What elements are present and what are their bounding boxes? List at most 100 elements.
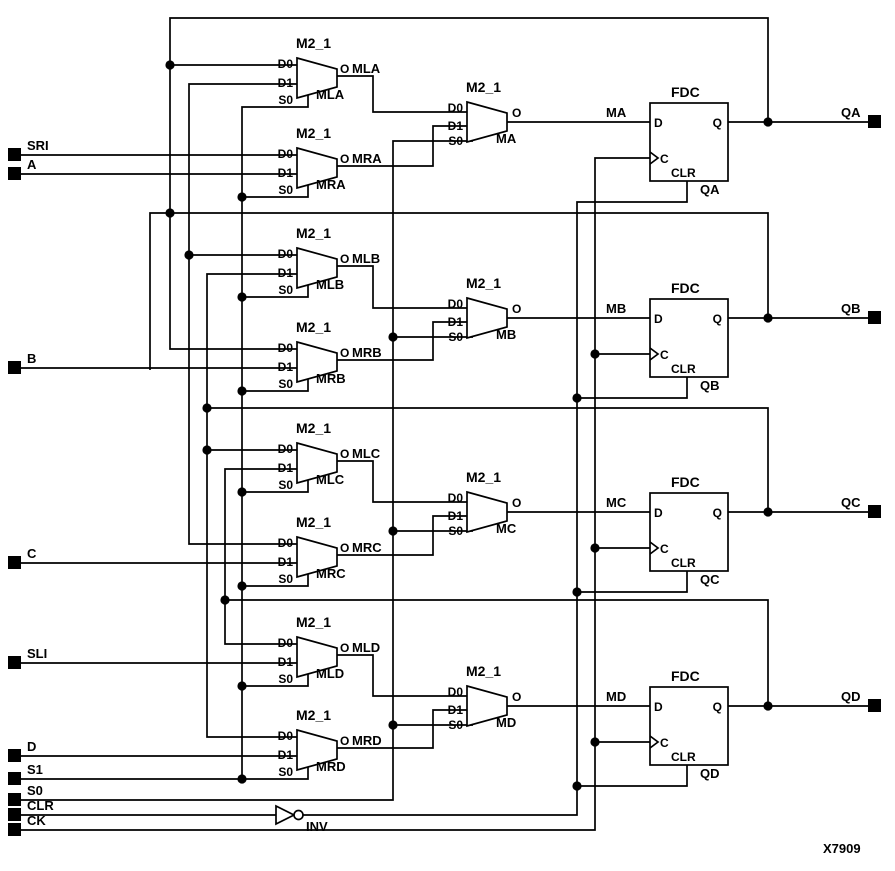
mux-pin-d1-MC: D1 [448,509,464,523]
mux-title-MA: M2_1 [466,79,501,95]
ff-title-QA: FDC [671,84,700,100]
mux-instance-label-MRD: MRD [316,759,346,774]
mux-pin-d1-MRC: D1 [278,555,294,569]
wire [337,709,467,749]
mux-pin-o-MRD: O [340,734,349,748]
output-port-label-QA: QA [841,105,861,120]
mux-body-MA [466,100,508,144]
mux-pin-s0-MLC: S0 [278,478,293,492]
mux-pin-o-MRC: O [340,541,349,555]
ff-pin-d-QC: D [654,506,663,520]
wire [577,571,688,593]
mux-pin-o-MLD: O [340,641,349,655]
mux-instance-label-MLD: MLD [316,666,344,681]
junction-dot [590,349,600,359]
ff-pin-clr-QB: CLR [671,362,696,376]
junction-dot [763,701,773,711]
mux-pin-d0-MRB: D0 [278,341,294,355]
input-port-label-C: C [27,546,37,561]
mux-body-MB [466,296,508,340]
mux-pin-s0-MLA: S0 [278,93,293,107]
wire [337,125,467,167]
input-port-A [8,167,21,180]
junction-dot [590,737,600,747]
wire [242,185,309,198]
ff-clock-triangle-QC [649,541,660,555]
mux-pin-d1-MLD: D1 [278,655,294,669]
junction-dot [572,781,582,791]
output-port-QA [868,115,881,128]
net-label-MRA: MRA [352,151,382,166]
mux-pin-d1-MLC: D1 [278,461,294,475]
junction-dot [220,595,230,605]
mux-pin-s0-MRC: S0 [278,572,293,586]
net-label-MRB: MRB [352,345,382,360]
mux-pin-s0-MLB: S0 [278,283,293,297]
ff-pin-c-QD: C [660,736,669,750]
wire [242,285,309,298]
wire [224,468,297,645]
mux-title-MRA: M2_1 [296,125,331,141]
mux-pin-d1-MRD: D1 [278,748,294,762]
mux-body-MRB [296,340,338,384]
mux-title-MRB: M2_1 [296,319,331,335]
wire [188,83,297,545]
junction-dot [165,60,175,70]
mux-body-MC [466,490,508,534]
mux-pin-o-MC: O [512,496,521,510]
wire [8,767,309,780]
junction-dot [237,292,247,302]
inverter-label: INV [306,819,328,834]
ff-pin-q-QC: Q [713,506,722,520]
net-label-MLD: MLD [352,640,380,655]
output-port-label-QC: QC [841,495,861,510]
ff-pin-c-QB: C [660,348,669,362]
mux-body-MD [466,684,508,728]
mux-pin-o-MD: O [512,690,521,704]
input-port-D [8,749,21,762]
mux-instance-label-MLB: MLB [316,277,344,292]
mux-pin-s0-MRA: S0 [278,183,293,197]
ff-instance-label-QC: QC [700,572,720,587]
mux-body-MRD [296,728,338,772]
mux-pin-o-MRB: O [340,346,349,360]
mux-pin-d0-MRA: D0 [278,147,294,161]
junction-dot [572,587,582,597]
net-label-MD: MD [606,689,626,704]
mux-pin-d0-MB: D0 [448,297,464,311]
mux-title-MLA: M2_1 [296,35,331,51]
mux-pin-s0-MRB: S0 [278,377,293,391]
ff-body-QA [649,102,729,182]
mux-pin-d1-MRB: D1 [278,360,294,374]
ff-pin-clr-QC: CLR [671,556,696,570]
input-port-SLI [8,656,21,669]
mux-pin-s0-MD: S0 [448,718,463,732]
input-port-label-CLR: CLR [27,798,54,813]
input-port-label-D: D [27,739,36,754]
mux-pin-d1-MD: D1 [448,703,464,717]
wire [241,95,309,779]
mux-pin-s0-MRD: S0 [278,765,293,779]
junction-dot [590,543,600,553]
ff-instance-label-QA: QA [700,182,720,197]
ff-pin-c-QC: C [660,542,669,556]
mux-pin-d0-MRC: D0 [278,536,294,550]
output-port-QB [868,311,881,324]
mux-pin-d0-MRD: D0 [278,729,294,743]
mux-instance-label-MRC: MRC [316,566,346,581]
wire [169,17,769,350]
inverter-bubble [293,809,304,821]
ff-clock-triangle-QD [649,735,660,749]
mux-pin-s0-MB: S0 [448,330,463,344]
mux-title-MD: M2_1 [466,663,501,679]
mux-pin-d0-MLD: D0 [278,636,294,650]
input-port-label-S0: S0 [27,783,43,798]
input-port-label-CK: CK [27,813,46,828]
junction-dot [388,720,398,730]
wire [242,379,309,392]
input-port-B [8,361,21,374]
input-port-label-A: A [27,157,37,172]
mux-pin-s0-MA: S0 [448,134,463,148]
input-port-CLR [8,808,21,821]
